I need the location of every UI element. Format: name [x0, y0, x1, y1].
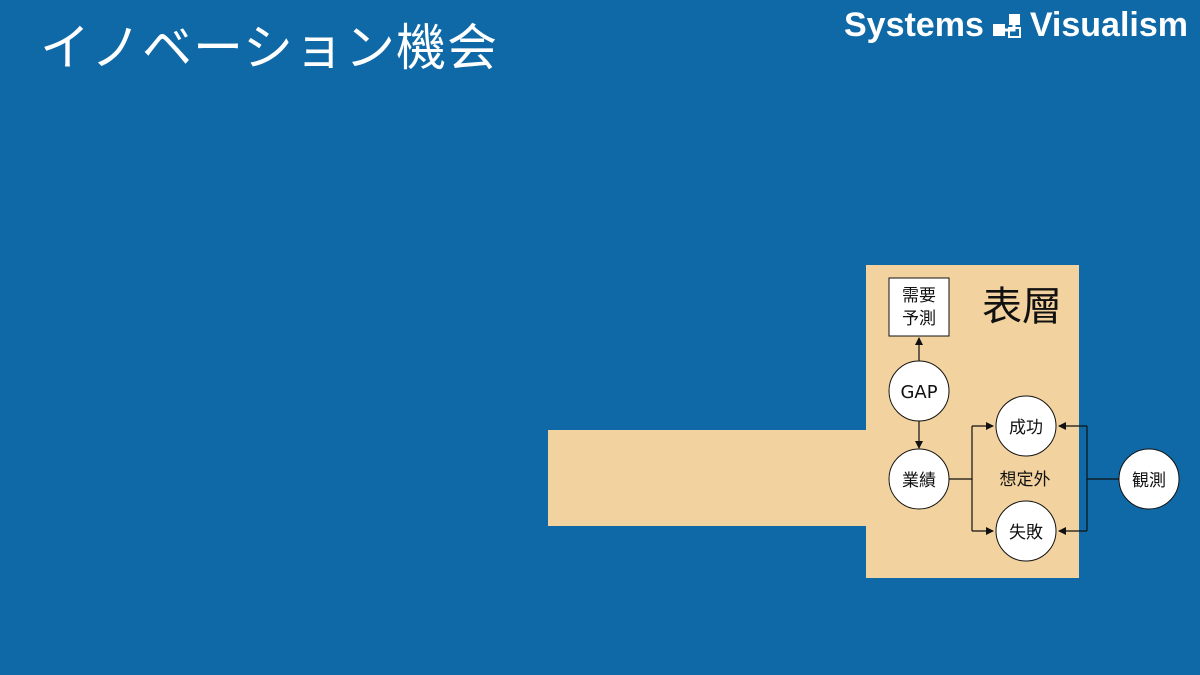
- gap-label: GAP: [900, 382, 937, 403]
- demand-forecast-label-line2: 予測: [902, 309, 936, 329]
- branch-from-observation: [1086, 426, 1119, 480]
- systems-visualism-logo-icon: [992, 13, 1021, 38]
- failure-label: 失敗: [1009, 523, 1043, 543]
- performance-label: 業績: [902, 471, 936, 491]
- surface-layer-arm: [548, 430, 868, 526]
- brand-name-right: Visualism: [1029, 6, 1188, 44]
- success-node: [995, 395, 1057, 457]
- layer-label: 表層: [982, 284, 1062, 330]
- brand: Systems Visualism: [844, 6, 1188, 45]
- demand-forecast-label-line1: 需要: [902, 286, 936, 306]
- demand-forecast-box: [888, 277, 950, 337]
- page-title: イノベーション機会: [40, 19, 498, 77]
- unexpected-label: 想定外: [1000, 470, 1051, 490]
- brand-name-left: Systems: [843, 6, 984, 44]
- success-label: 成功: [1009, 418, 1043, 438]
- failure-node: [995, 500, 1057, 562]
- performance-node: [888, 448, 950, 510]
- observation-node: [1118, 448, 1180, 510]
- gap-node: [888, 360, 950, 422]
- observation-label: 観測: [1132, 471, 1166, 491]
